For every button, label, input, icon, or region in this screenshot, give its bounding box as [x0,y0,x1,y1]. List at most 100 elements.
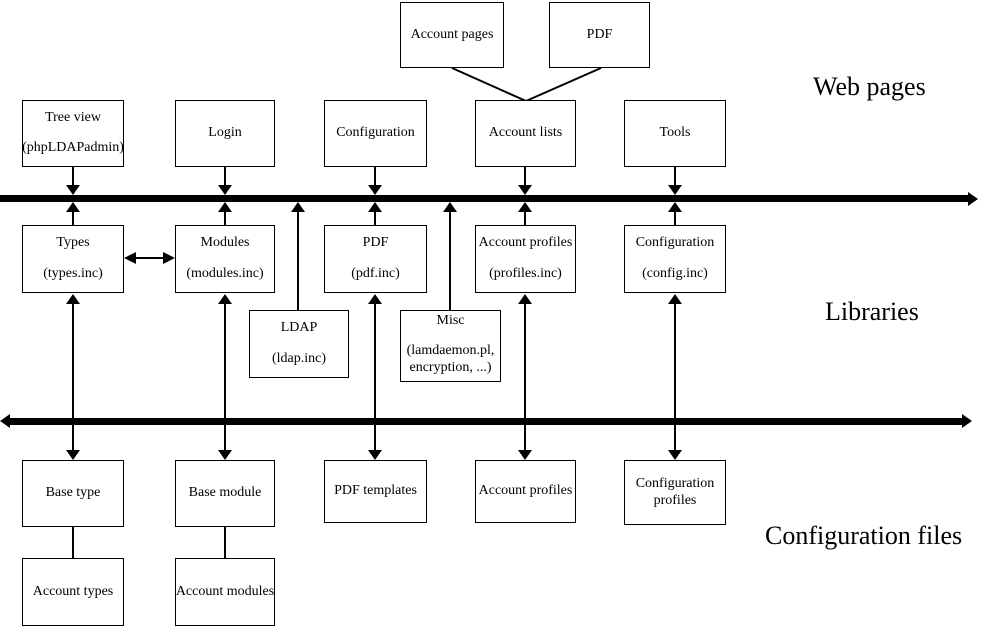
box-login-label: Login [208,125,242,141]
box-account-profiles-library-sublabel: (profiles.inc) [489,266,562,282]
box-types-label: Types [56,235,90,250]
bus-line-web-libraries [0,195,968,202]
arrowhead-up-pdf-lib-bottom [368,294,382,304]
box-ldap-sublabel: (ldap.inc) [271,351,327,367]
box-account-pages-label: Account pages [410,26,494,42]
connector-tools-to-bus [674,167,676,187]
arrowhead-up-modules-bottom [218,294,232,304]
box-base-module: Base module [175,460,275,527]
box-types-library: Types (types.inc) [22,225,124,293]
connector-bus-to-modules [224,210,226,225]
bus2-left-arrow-tip [0,414,10,428]
arrowhead-up-configuration-lib [668,202,682,212]
connector-account-lists-to-bus [524,167,526,187]
box-tree-view: Tree view (phpLDAPadmin) [22,100,124,167]
bus1-right-arrow-tip [968,192,978,206]
box-base-module-label: Base module [188,485,262,501]
arrowhead-up-misc [443,202,457,212]
box-account-profiles-config: Account profiles [475,460,576,523]
connector-configuration-lib-to-profiles [674,302,676,452]
box-pdf-templates-label: PDF templates [334,483,417,499]
connector-login-to-bus [224,167,226,187]
connector-pdf-lib-to-pdf-templates [374,302,376,452]
box-pdf-templates: PDF templates [324,460,427,523]
box-configuration-library-label: Configuration [635,235,715,250]
connector-ldap-to-bus [297,210,299,310]
connector-types-to-base-type [72,302,74,452]
arrowhead-down-account-lists [518,185,532,195]
box-account-profiles-library-label: Account profiles [478,235,573,250]
arrowhead-up-ldap [291,202,305,212]
connector-modules-to-base-module [224,302,226,452]
box-tools-label: Tools [659,125,691,141]
box-configuration-page: Configuration [324,100,427,167]
box-configuration-library: Configuration (config.inc) [624,225,726,293]
box-modules-sublabel: (modules.inc) [186,266,264,282]
box-ldap-label: LDAP [280,320,318,335]
box-account-profiles-config-label: Account profiles [478,483,573,499]
box-pdf-library: PDF (pdf.inc) [324,225,427,293]
box-tree-view-label: Tree view [45,110,101,125]
arrowhead-right-modules [163,252,175,264]
connector-base-type-to-account-types [72,527,74,558]
box-misc-sublabel-1: (lamdaemon.pl, [406,343,495,359]
box-configuration-profiles: Configuration profiles [624,460,726,525]
box-tree-view-sublabel: (phpLDAPadmin) [22,140,124,156]
box-configuration-library-sublabel: (config.inc) [642,266,708,282]
arrowhead-down-base-module [218,450,232,460]
section-label-libraries: Libraries [825,297,919,326]
box-account-modules: Account modules [175,558,275,626]
arrowhead-up-pdf-lib [368,202,382,212]
box-login: Login [175,100,275,167]
arrowhead-down-base-type [66,450,80,460]
connector-bus-to-types [72,210,74,225]
arrowhead-down-login [218,185,232,195]
arrowhead-up-types-bottom [66,294,80,304]
connector-account-pages-to-account-lists [451,67,527,102]
box-account-pages: Account pages [400,2,504,68]
bus2-right-arrow-tip [962,414,972,428]
arrowhead-down-tree-view [66,185,80,195]
box-account-profiles-library: Account profiles (profiles.inc) [475,225,576,293]
box-ldap-library: LDAP (ldap.inc) [249,310,349,378]
section-label-configuration-files: Configuration files [765,521,963,550]
connector-bus-to-account-profiles-lib [524,210,526,225]
box-configuration-profiles-sublabel: profiles [653,492,697,508]
connector-types-modules [134,257,165,259]
box-account-lists: Account lists [475,100,576,167]
box-pdf-pages-label: PDF [586,26,613,42]
arrowhead-up-modules [218,202,232,212]
connector-misc-to-bus [449,210,451,310]
connector-base-module-to-account-modules [224,527,226,558]
connector-pdf-to-account-lists [525,67,602,102]
box-configuration-page-label: Configuration [336,125,415,141]
box-pdf-library-sublabel: (pdf.inc) [351,266,400,282]
arrowhead-down-configuration [368,185,382,195]
box-configuration-profiles-label: Configuration [635,475,715,491]
box-account-types: Account types [22,558,124,626]
box-account-modules-label: Account modules [175,583,275,599]
arrowhead-down-pdf-templates [368,450,382,460]
box-pdf-library-label: PDF [362,235,389,250]
box-pdf-pages: PDF [549,2,650,68]
box-tools: Tools [624,100,726,167]
bus-line-libraries-config [9,418,962,425]
arrowhead-up-account-profiles-bottom [518,294,532,304]
box-account-lists-label: Account lists [488,125,563,141]
arrowhead-up-types [66,202,80,212]
box-base-type: Base type [22,460,124,527]
arrowhead-left-types [124,252,136,264]
connector-account-profiles-lib-to-cfg [524,302,526,452]
box-base-type-label: Base type [45,485,101,501]
arrowhead-up-configuration-lib-bottom [668,294,682,304]
arrowhead-down-tools [668,185,682,195]
arrowhead-up-account-profiles-lib [518,202,532,212]
box-misc-library: Misc (lamdaemon.pl, encryption, ...) [400,310,501,382]
box-misc-label: Misc [436,313,465,328]
arrowhead-down-account-profiles-cfg [518,450,532,460]
box-misc-sublabel-2: encryption, ...) [409,360,492,376]
box-modules-library: Modules (modules.inc) [175,225,275,293]
connector-tree-view-to-bus [72,167,74,187]
